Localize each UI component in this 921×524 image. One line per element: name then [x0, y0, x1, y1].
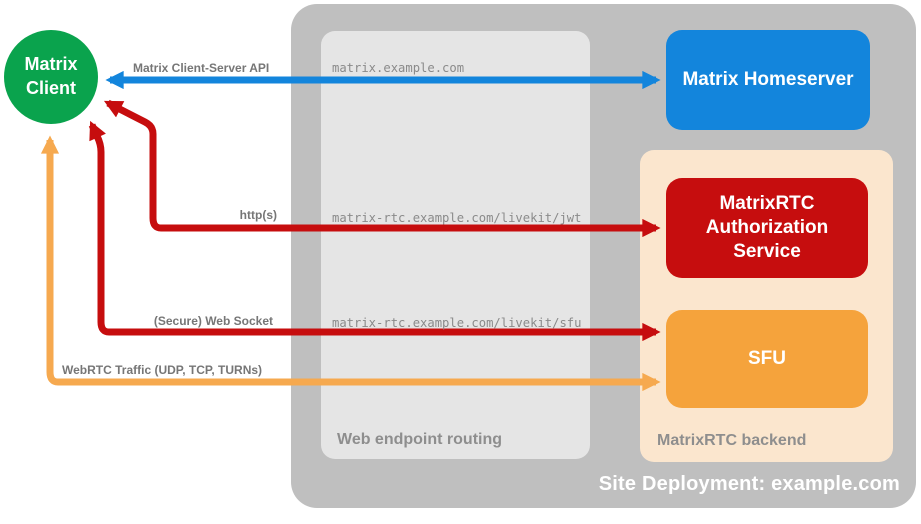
client-server-api-label: Matrix Client-Server API	[133, 61, 270, 75]
endpoint-url-livekit-jwt: matrix-rtc.example.com/livekit/jwt	[332, 211, 582, 225]
matrix-client-label-line2: Client	[25, 78, 76, 98]
matrixrtc-backend-caption: MatrixRTC backend	[657, 432, 807, 449]
sfu-node: SFU	[666, 310, 868, 408]
https-label: http(s)	[239, 208, 277, 222]
endpoint-url-livekit-sfu: matrix-rtc.example.com/livekit/sfu	[332, 316, 582, 330]
matrixrtc-authorization-service-node: MatrixRTC Authorization Service	[666, 178, 868, 278]
webrtc-traffic-label: WebRTC Traffic (UDP, TCP, TURNs)	[62, 363, 263, 377]
websocket-label: (Secure) Web Socket	[153, 314, 273, 328]
site-deployment-caption: Site Deployment: example.com	[598, 473, 900, 495]
web-endpoint-routing-caption: Web endpoint routing	[337, 431, 503, 448]
matrix-client-label-line1: Matrix	[24, 54, 78, 75]
matrix-client-node: Matrix Client	[4, 30, 98, 124]
matrix-homeserver-node: Matrix Homeserver	[666, 30, 870, 130]
web-endpoint-routing-box: Web endpoint routing	[321, 31, 590, 459]
endpoint-url-homeserver: matrix.example.com	[332, 61, 465, 75]
